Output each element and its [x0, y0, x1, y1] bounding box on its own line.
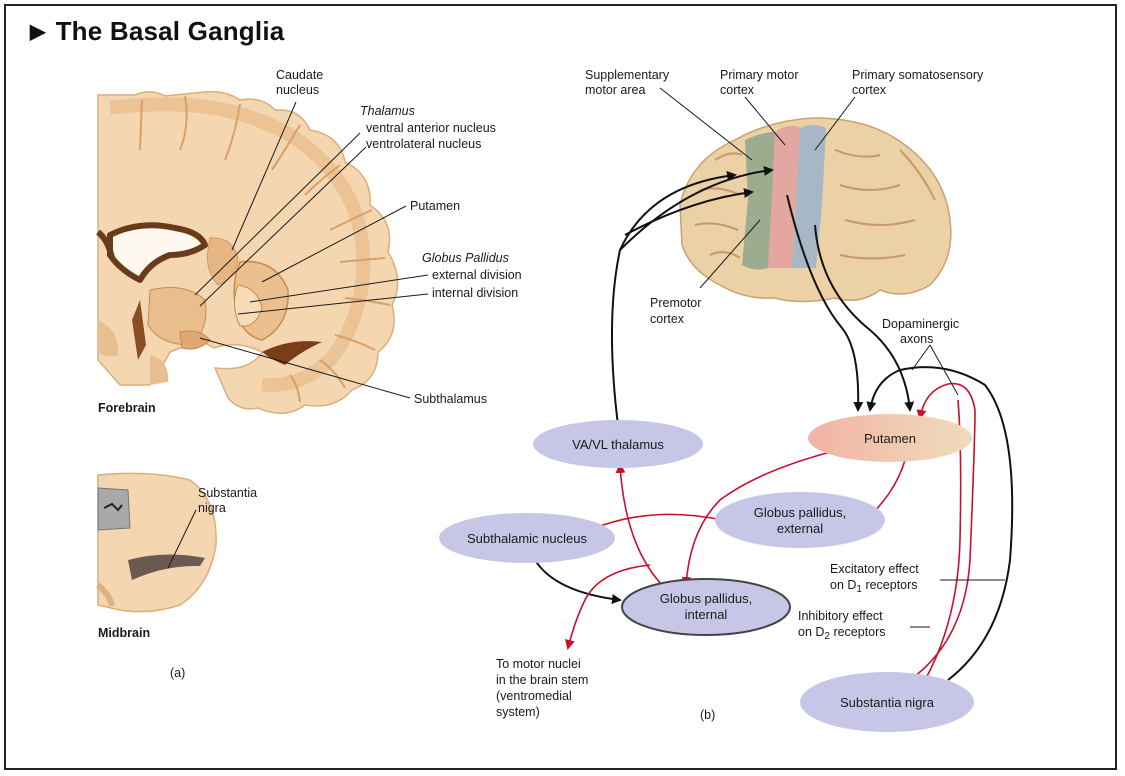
label-inhibitory-line1: Inhibitory effect	[798, 609, 883, 623]
label-excitatory-receptors: receptors	[862, 578, 918, 592]
substantia-leader-line	[167, 509, 197, 569]
arrow-gpe-to-subthalamic	[588, 513, 723, 532]
cerebral-aqueduct-gray	[97, 487, 131, 531]
substantia-nigra-band	[128, 554, 205, 580]
aqueduct-slit	[103, 502, 123, 512]
cortex-leader-lines	[659, 87, 856, 289]
label-excitatory-sub: 1	[856, 584, 862, 595]
node-substantia-nigra: Substantia nigra	[800, 672, 974, 732]
medial-lobe	[98, 320, 119, 357]
annotation-leader-lines	[910, 344, 1005, 628]
label-motor-nuclei-line1: To motor nuclei	[496, 657, 581, 671]
node-gpe-label-line1: Globus pallidus,	[754, 505, 847, 520]
arrow-nigra-to-putamen-red	[909, 382, 976, 681]
arrow-thalamus-to-sma	[610, 170, 737, 426]
somatosensory-region	[792, 125, 826, 268]
cerebral-peduncle	[96, 582, 115, 607]
globus-pallidus-region	[234, 284, 263, 327]
label-gp-internal: internal division	[432, 286, 518, 300]
label-caudate-line1: Caudate	[276, 68, 323, 82]
node-putamen-label: Putamen	[864, 431, 916, 446]
label-gp-external: external division	[432, 268, 522, 282]
label-globus-pallidus: Globus Pallidus	[422, 251, 509, 265]
label-substantia-line2: nigra	[198, 501, 226, 515]
arrow-gpi-to-thalamus	[615, 463, 663, 586]
node-putamen: Putamen	[808, 414, 972, 462]
forebrain-section	[96, 90, 399, 414]
label-somatosensory-line2: cortex	[852, 83, 887, 97]
node-gp-internal: Globus pallidus, internal	[621, 578, 791, 636]
node-gpi-label-line2: internal	[685, 607, 728, 622]
label-inhibitory-sub: 2	[824, 631, 830, 642]
label-thalamus-title: Thalamus	[360, 104, 415, 118]
brain-lateral-view	[679, 117, 952, 303]
label-midbrain: Midbrain	[98, 626, 150, 640]
node-nigra-label: Substantia nigra	[840, 695, 935, 710]
label-excitatory-on-d: on D	[830, 578, 856, 592]
label-excitatory-line1: Excitatory effect	[830, 562, 919, 576]
label-premotor-line2: cortex	[650, 312, 685, 326]
figure-title: ▶ The Basal Ganglia	[30, 16, 284, 47]
arrow-subthalamic-to-gpi	[534, 559, 622, 604]
subthalamus-region	[179, 330, 211, 350]
label-forebrain: Forebrain	[98, 401, 156, 415]
label-caudate-line2: nucleus	[276, 83, 319, 97]
third-ventricle	[132, 300, 146, 360]
node-gp-external: Globus pallidus, external	[715, 492, 885, 548]
arrow-gpi-to-motor-nuclei	[565, 564, 651, 650]
node-subthalamic: Subthalamic nucleus	[439, 513, 615, 563]
node-thalamus-label: VA/VL thalamus	[572, 437, 664, 452]
label-dopaminergic-line1: Dopaminergic	[882, 317, 959, 331]
label-substantia-line1: Substantia	[198, 486, 257, 500]
forebrain-leader-lines	[194, 101, 429, 399]
lateral-sulcus	[262, 341, 322, 365]
label-inhibitory-on-d: on D	[798, 625, 824, 639]
label-motor-nuclei-line2: in the brain stem	[496, 673, 588, 687]
basal-lobe	[150, 355, 169, 385]
ventricle-edge	[96, 229, 115, 259]
node-subthalamic-label: Subthalamic nucleus	[467, 531, 587, 546]
bullet-triangle-icon: ▶	[30, 21, 46, 43]
arrow-thalamus-to-motor	[619, 166, 774, 251]
arrow-putamen-to-gpi	[681, 449, 839, 587]
node-gpe-label-line2: external	[777, 521, 823, 536]
label-putamen: Putamen	[410, 199, 460, 213]
red-pathways	[565, 382, 976, 681]
black-pathways	[534, 166, 1014, 681]
label-sma-line2: motor area	[585, 83, 645, 97]
label-primary-motor-line1: Primary motor	[720, 68, 798, 82]
label-motor-nuclei-line3: (ventromedial	[496, 689, 572, 703]
midbrain-section	[96, 472, 217, 613]
arrow-cortex-to-putamen-1	[786, 194, 864, 412]
label-sma-line1: Supplementary	[585, 68, 670, 82]
label-motor-nuclei-line4: system)	[496, 705, 540, 719]
arrow-cortex-to-putamen-2	[814, 224, 915, 412]
label-thalamus-vl: ventrolateral nucleus	[366, 137, 481, 151]
lateral-ventricle	[107, 222, 208, 283]
arrow-nigra-to-putamen-black	[866, 366, 1014, 681]
label-dopaminergic-line2: axons	[900, 332, 933, 346]
figure-title-text: The Basal Ganglia	[55, 16, 285, 46]
label-thalamus-va: ventral anterior nucleus	[366, 121, 496, 135]
caption-b: (b)	[700, 708, 715, 722]
node-gpi-label-line1: Globus pallidus,	[660, 591, 753, 606]
label-excitatory-line2: on D1 receptors	[830, 578, 918, 595]
label-primary-motor-line2: cortex	[720, 83, 755, 97]
label-premotor-line1: Premotor	[650, 296, 701, 310]
label-somatosensory-line1: Primary somatosensory	[852, 68, 984, 82]
node-thalamus: VA/VL thalamus	[533, 420, 703, 468]
primary-motor-region	[768, 125, 800, 268]
cortical-gray-matter	[108, 97, 371, 393]
brain-gyri	[694, 149, 936, 260]
label-inhibitory-receptors: receptors	[830, 625, 886, 639]
caption-a: (a)	[170, 666, 185, 680]
arrow-thalamus-to-premotor	[624, 188, 754, 236]
label-subthalamus: Subthalamus	[414, 392, 487, 406]
label-inhibitory-line2: on D2 receptors	[798, 625, 886, 642]
